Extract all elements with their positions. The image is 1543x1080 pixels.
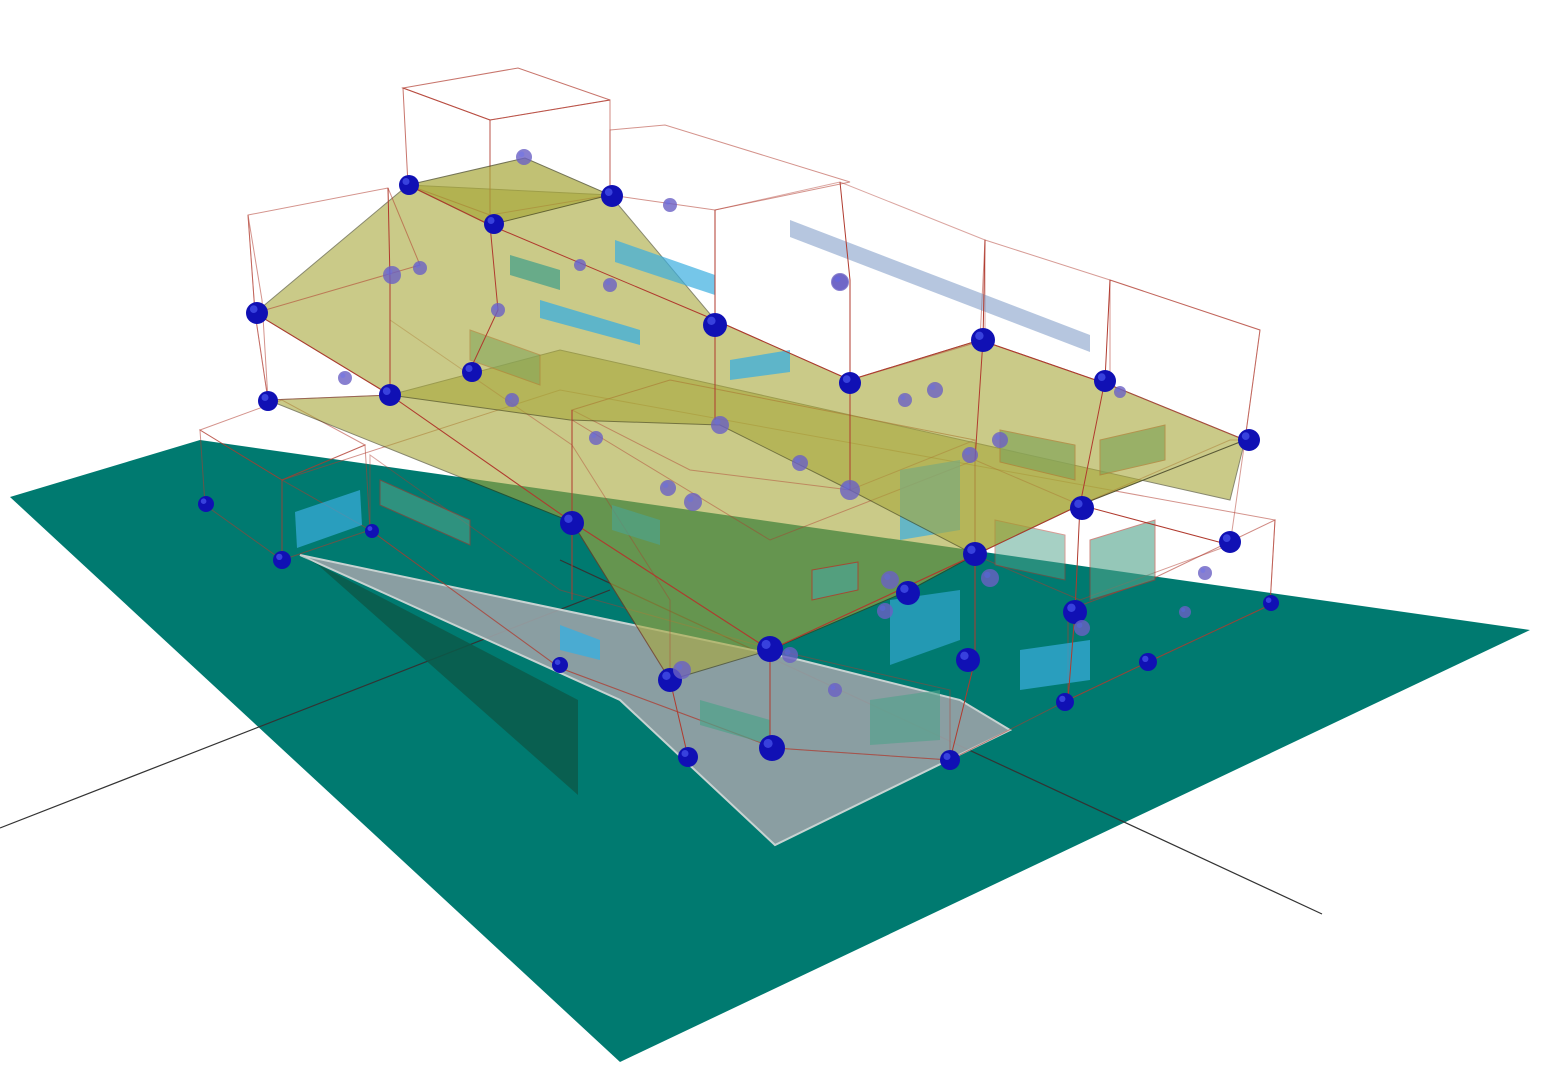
node-sphere-icon[interactable]: [792, 455, 808, 471]
node-sphere-icon[interactable]: [673, 661, 691, 679]
node-sphere-icon[interactable]: [379, 384, 401, 406]
node-sphere-icon[interactable]: [703, 313, 727, 337]
node-sphere-icon[interactable]: [552, 657, 568, 673]
node-sphere-icon[interactable]: [898, 393, 912, 407]
window-l2-a: [612, 505, 660, 545]
window-l1-c: [1020, 640, 1090, 690]
node-sphere-icon[interactable]: [1198, 566, 1212, 580]
level-3: [247, 124, 1261, 556]
node-sphere-icon[interactable]: [1056, 693, 1074, 711]
node-sphere-icon[interactable]: [601, 185, 623, 207]
node-sphere-icon[interactable]: [1179, 606, 1191, 618]
node-sphere-icon[interactable]: [663, 198, 677, 212]
strip-window-e: [510, 255, 560, 290]
level-1-front-wall: [369, 454, 951, 761]
node-sphere-icon[interactable]: [963, 542, 987, 566]
node-sphere-icon[interactable]: [338, 371, 352, 385]
node-sphere-icon[interactable]: [491, 303, 505, 317]
node-sphere-icon[interactable]: [603, 278, 617, 292]
strip-window-c: [615, 240, 715, 295]
level-3-box-north: [609, 124, 851, 211]
node-sphere-icon[interactable]: [1074, 620, 1090, 636]
node-sphere-icon[interactable]: [711, 416, 729, 434]
node-sphere-icon[interactable]: [1263, 595, 1279, 611]
node-sphere-icon[interactable]: [839, 372, 861, 394]
node-sphere-icon[interactable]: [462, 362, 482, 382]
node-sphere-icon[interactable]: [927, 382, 943, 398]
window-l1-b: [560, 625, 600, 660]
node-sphere-icon[interactable]: [981, 569, 999, 587]
node-sphere-icon[interactable]: [962, 447, 978, 463]
window-l2-b: [811, 561, 859, 601]
node-sphere-icon[interactable]: [828, 683, 842, 697]
strip-window-b: [730, 350, 790, 380]
node-sphere-icon[interactable]: [840, 480, 860, 500]
node-sphere-icon[interactable]: [759, 735, 785, 761]
node-sphere-icon[interactable]: [198, 496, 214, 512]
node-sphere-icon[interactable]: [877, 603, 893, 619]
node-sphere-icon[interactable]: [505, 393, 519, 407]
node-sphere-icon[interactable]: [992, 432, 1008, 448]
node-sphere-icon[interactable]: [560, 511, 584, 535]
node-sphere-icon[interactable]: [832, 274, 848, 290]
window-l2-j: [379, 479, 471, 546]
node-sphere-icon[interactable]: [881, 571, 899, 589]
window-l2-d: [890, 590, 960, 665]
node-sphere-icon[interactable]: [273, 551, 291, 569]
node-sphere-icon[interactable]: [1219, 531, 1241, 553]
node-sphere-icon[interactable]: [684, 493, 702, 511]
window-l1-a: [295, 490, 362, 548]
window-l1-e: [870, 690, 940, 745]
window-l1-d: [700, 700, 770, 745]
node-sphere-icon[interactable]: [1063, 600, 1087, 624]
node-sphere-icon[interactable]: [383, 266, 401, 284]
node-sphere-icon[interactable]: [516, 149, 532, 165]
node-sphere-icon[interactable]: [757, 636, 783, 662]
node-sphere-icon[interactable]: [589, 431, 603, 445]
node-sphere-icon[interactable]: [258, 391, 278, 411]
strip-window-a: [540, 300, 640, 345]
node-sphere-icon[interactable]: [896, 581, 920, 605]
window-l2-g: [1089, 519, 1156, 601]
strip-window-d: [790, 220, 1090, 352]
node-layer[interactable]: [198, 149, 1279, 770]
node-sphere-icon[interactable]: [399, 175, 419, 195]
node-sphere-icon[interactable]: [1114, 386, 1126, 398]
node-sphere-icon[interactable]: [365, 524, 379, 538]
node-sphere-icon[interactable]: [678, 747, 698, 767]
dark-fin-wall: [300, 555, 578, 795]
node-sphere-icon[interactable]: [1139, 653, 1157, 671]
node-sphere-icon[interactable]: [574, 259, 586, 271]
node-sphere-icon[interactable]: [246, 302, 268, 324]
node-sphere-icon[interactable]: [956, 648, 980, 672]
node-sphere-icon[interactable]: [971, 328, 995, 352]
top-box-roof: [401, 67, 611, 121]
node-sphere-icon[interactable]: [782, 647, 798, 663]
node-sphere-icon[interactable]: [1238, 429, 1260, 451]
node-sphere-icon[interactable]: [413, 261, 427, 275]
node-sphere-icon[interactable]: [1094, 370, 1116, 392]
node-sphere-icon[interactable]: [660, 480, 676, 496]
node-sphere-icon[interactable]: [1070, 496, 1094, 520]
node-sphere-icon[interactable]: [484, 214, 504, 234]
node-sphere-icon[interactable]: [940, 750, 960, 770]
